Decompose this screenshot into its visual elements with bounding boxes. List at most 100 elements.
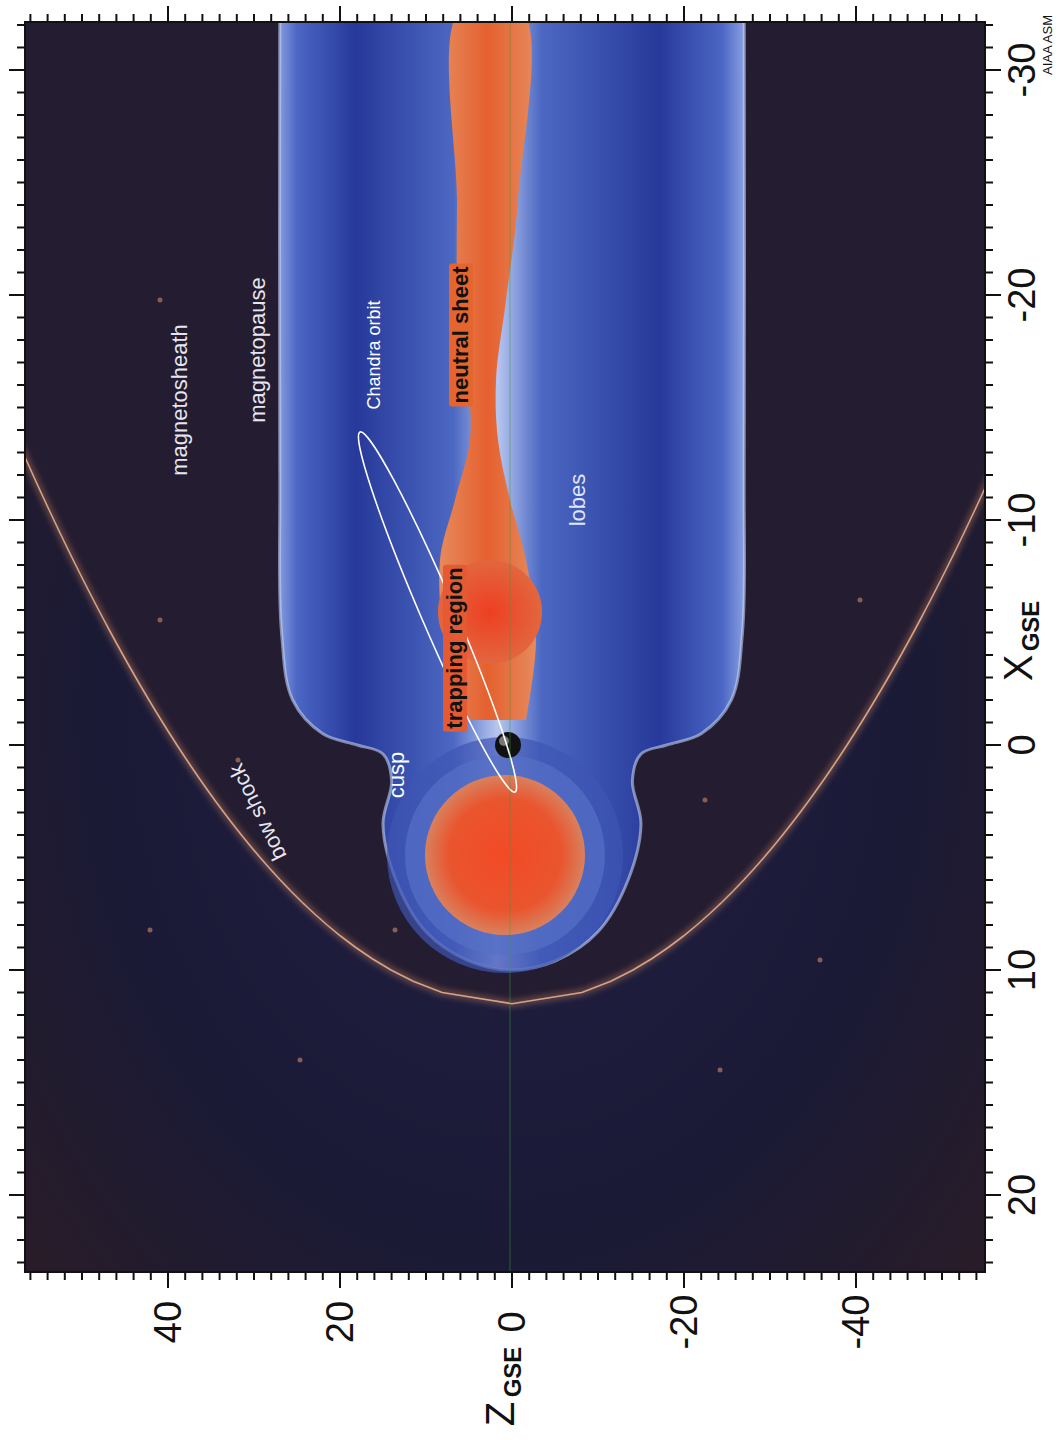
tick-mark [985,857,993,859]
tick-mark [17,654,25,656]
tick-mark [985,564,993,566]
tick-mark [477,14,479,22]
tick-mark [985,114,993,116]
tick-mark [17,92,25,94]
particle-dot [858,598,863,603]
tick-mark [985,789,993,791]
tick-mark [17,812,25,814]
tick-mark [985,1127,993,1129]
tick-mark [17,114,25,116]
tick-mark [821,14,823,22]
tick-label: -30 [1003,43,1041,98]
tick-mark [985,24,993,26]
axis-title: X [998,655,1038,682]
tick-mark [459,14,461,22]
tick-mark [17,1217,25,1219]
tick-mark [958,14,960,22]
dayside-plasma [425,775,585,935]
tick-mark [985,249,993,251]
tick-mark [287,14,289,22]
tick-mark [985,407,993,409]
dayside-ring [405,755,605,955]
tick-mark [666,14,668,22]
tick-mark [236,1272,238,1280]
tick-mark [17,879,25,881]
tick-mark [735,1272,737,1280]
tick-mark [985,1104,993,1106]
tick-mark [786,14,788,22]
dayside-ring [387,737,623,973]
tick-mark [17,767,25,769]
tick-mark [631,14,633,22]
axis-subscript: GSE [1019,601,1043,652]
tick-mark [597,1272,599,1280]
tick-mark [17,587,25,589]
axis-title: Z [480,1402,520,1426]
tick-mark [803,14,805,22]
tick-mark [115,1272,117,1280]
tick-mark [717,14,719,22]
tick-mark [985,947,993,949]
tick-mark [184,1272,186,1280]
tick-mark [580,14,582,22]
tick-mark [17,272,25,274]
tick-mark [985,1172,993,1174]
earth-symbol [495,732,521,758]
tick-mark [666,1272,668,1280]
tick-mark [985,924,993,926]
tick-mark [985,452,993,454]
tick-mark [985,587,993,589]
tick-mark [717,1272,719,1280]
tick-mark [958,1272,960,1280]
tick-mark [855,6,857,22]
tick-mark [17,789,25,791]
tick-mark [580,1272,582,1280]
tick-mark [9,294,25,296]
tick-label: -20 [665,1295,703,1350]
tick-mark [17,947,25,949]
tick-mark [803,1272,805,1280]
tick-mark [700,14,702,22]
tick-mark [683,6,685,22]
tick-mark [511,6,513,22]
tick-mark [29,14,31,22]
tick-mark [201,1272,203,1280]
tick-mark [408,14,410,22]
tick-mark [17,474,25,476]
tick-label: -10 [1003,493,1041,548]
tick-mark [9,969,25,971]
tick-mark [821,1272,823,1280]
tick-mark [563,1272,565,1280]
tick-mark [17,407,25,409]
tick-mark [442,14,444,22]
tick-mark [17,1172,25,1174]
tick-mark [985,1037,993,1039]
tick-mark [941,14,943,22]
tick-mark [17,564,25,566]
tick-mark [373,14,375,22]
tick-mark [614,1272,616,1280]
tick-label: 20 [321,1301,359,1343]
tick-mark [17,159,25,161]
tick-mark [941,1272,943,1280]
axis-ticks [9,6,1001,1288]
tick-mark [425,14,427,22]
tick-mark [528,1272,530,1280]
tick-mark [17,182,25,184]
tick-mark [985,1239,993,1241]
tick-mark [17,609,25,611]
tick-mark [339,1272,341,1288]
particle-dot [718,1068,723,1073]
tick-mark [64,14,66,22]
tick-mark [17,362,25,364]
tick-mark [201,14,203,22]
tick-mark [17,857,25,859]
tick-mark [322,14,324,22]
tick-mark [975,1272,977,1280]
tick-mark [9,744,25,746]
tick-mark [597,14,599,22]
tick-mark [150,14,152,22]
tick-mark [985,767,993,769]
